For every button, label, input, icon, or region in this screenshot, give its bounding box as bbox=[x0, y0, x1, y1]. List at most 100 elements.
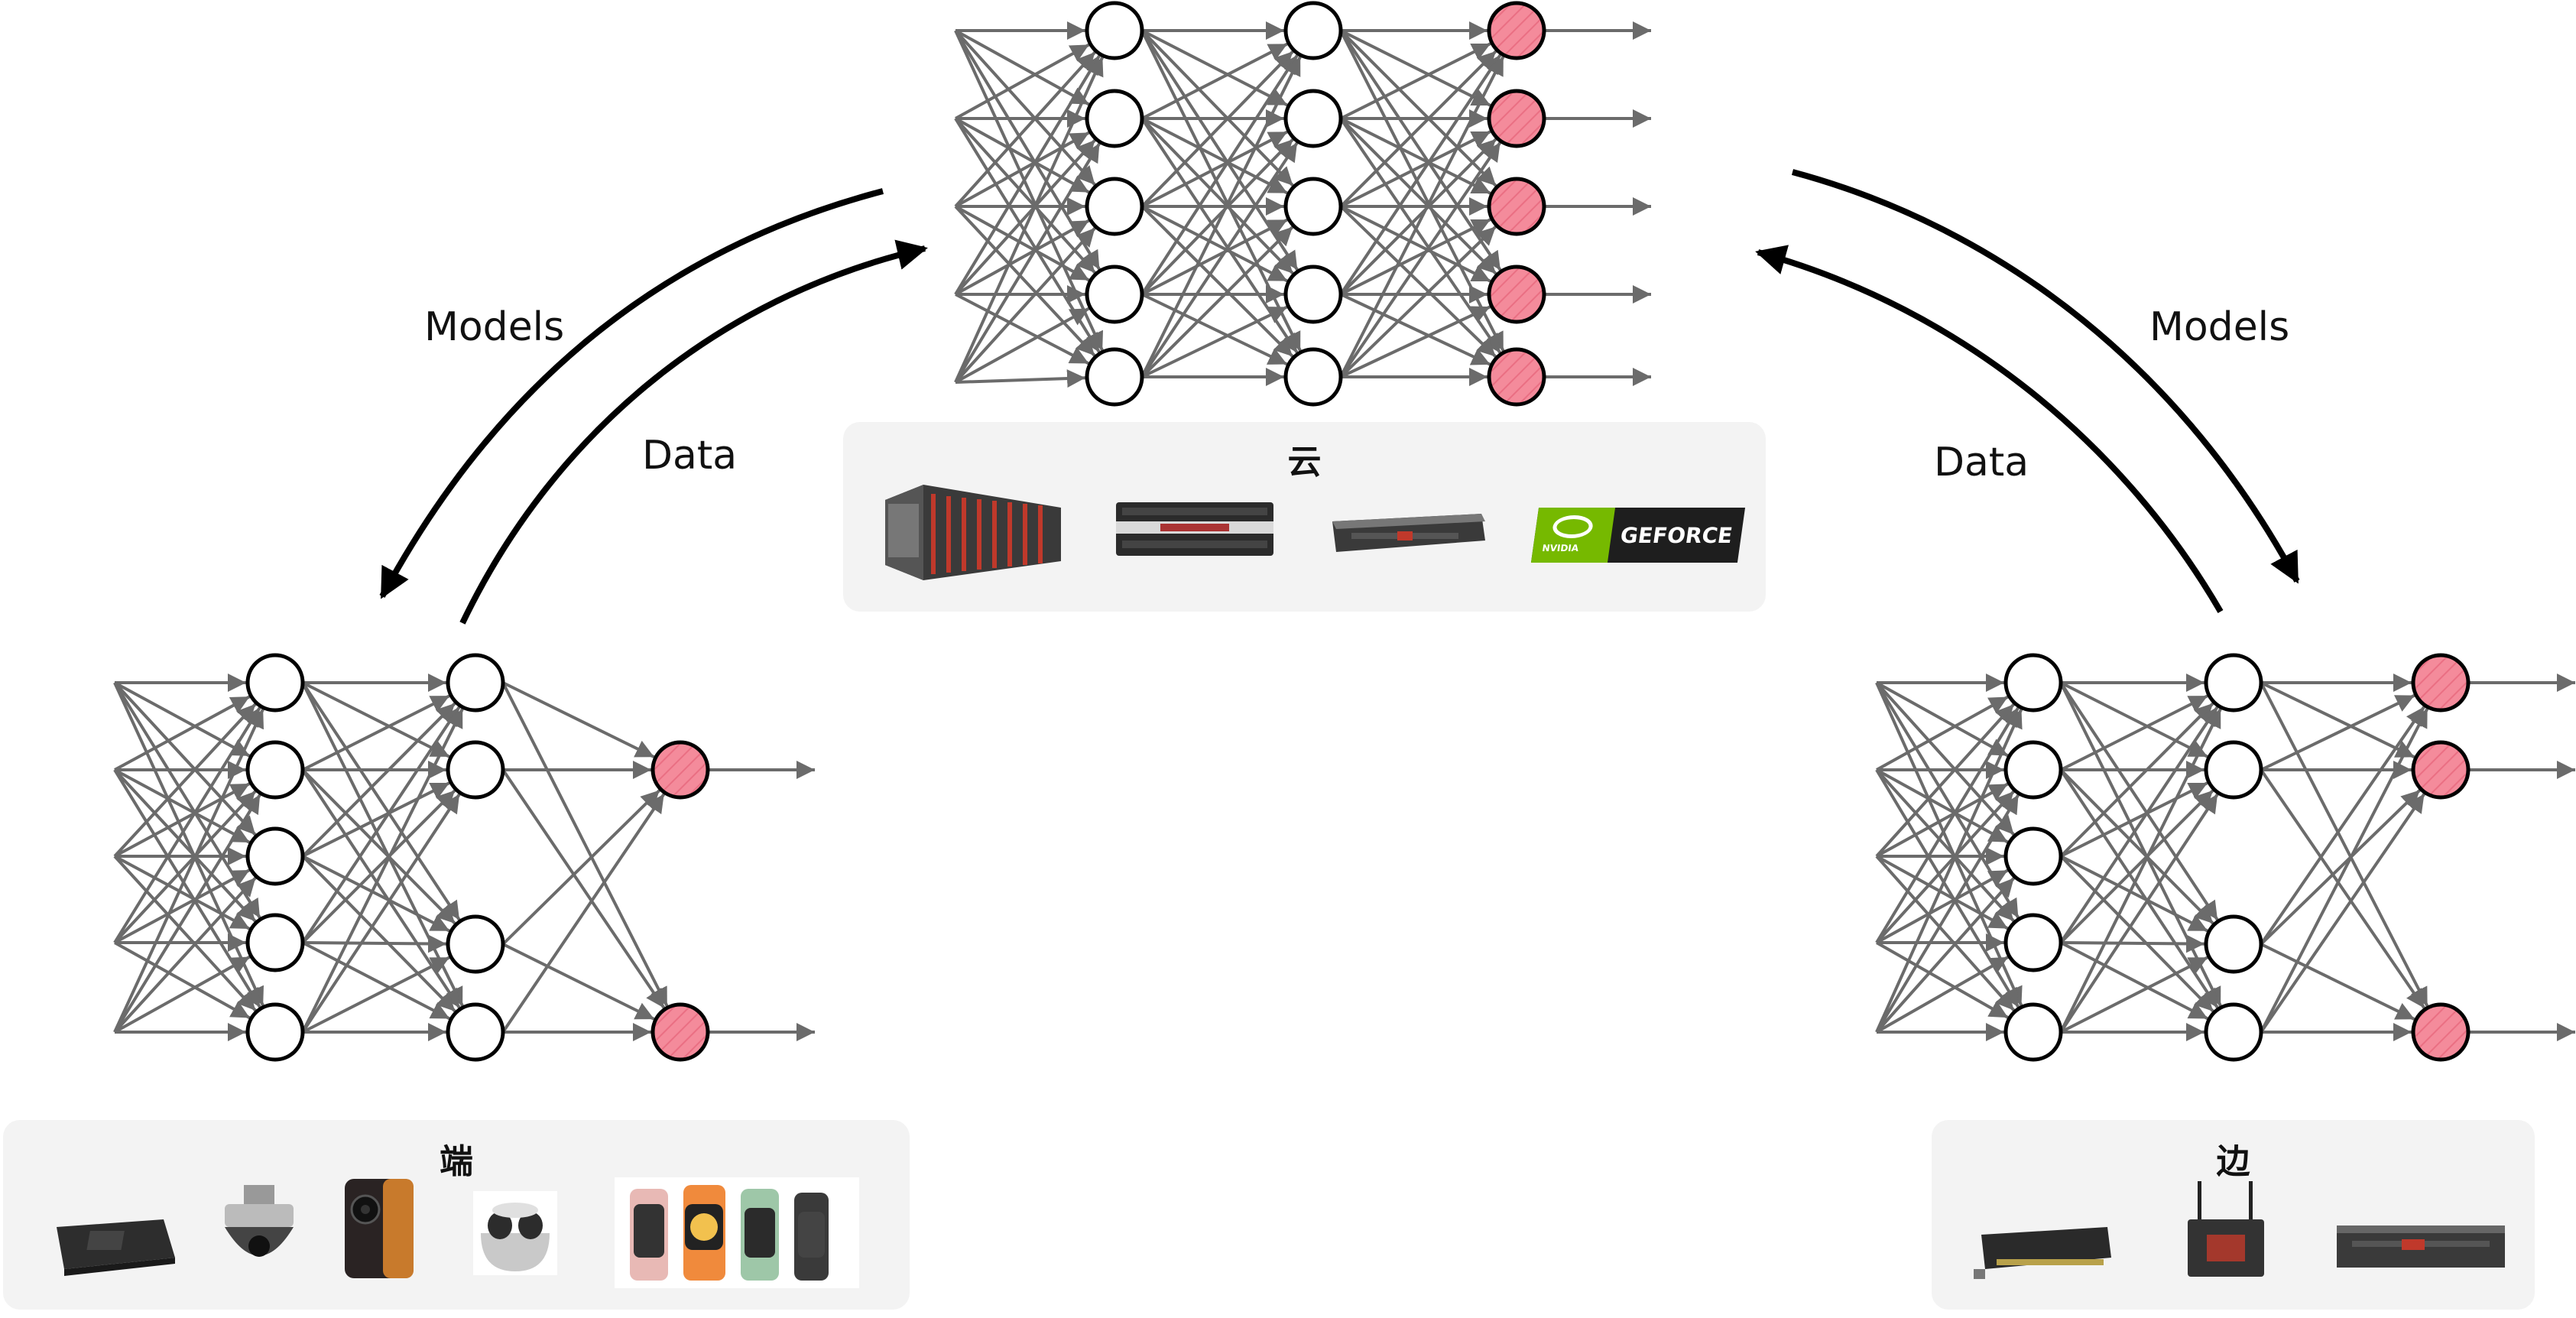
edge-edge bbox=[1876, 868, 2009, 944]
device-edge bbox=[113, 681, 261, 919]
dev-board-icon bbox=[57, 1219, 175, 1276]
cloud-edge bbox=[1140, 226, 1294, 378]
edge-hidden-node bbox=[2204, 1002, 2263, 1062]
edge-edge bbox=[1875, 790, 2015, 944]
device-hidden-node bbox=[446, 1002, 505, 1062]
cloud-edge bbox=[955, 29, 1090, 106]
cloud-hidden-node bbox=[1283, 177, 1343, 236]
device-edge bbox=[114, 868, 251, 944]
device-edge bbox=[302, 934, 447, 953]
nvidia-text: NVIDIA bbox=[1541, 543, 1580, 553]
edge-edge bbox=[1875, 855, 2016, 1011]
device-output-node bbox=[650, 740, 710, 800]
cloud-edge bbox=[955, 219, 1090, 296]
device-edge bbox=[501, 789, 661, 946]
edge-nodes bbox=[2003, 653, 2471, 1062]
cloud-edge bbox=[1340, 130, 1491, 208]
edge-edge bbox=[1875, 681, 2016, 836]
cloud-edge bbox=[1339, 54, 1502, 296]
device-edge bbox=[114, 955, 251, 1034]
device-nodes bbox=[245, 653, 710, 1062]
edge-edge bbox=[2260, 943, 2415, 1021]
cloud-edge bbox=[1140, 50, 1294, 208]
cloud-edge bbox=[1141, 205, 1289, 283]
cloud-edge bbox=[1140, 117, 1294, 275]
cloud-edge bbox=[1141, 293, 1288, 366]
edge-edge bbox=[1876, 956, 2009, 1034]
cloud-edge bbox=[954, 56, 1105, 383]
smartwatch-bands-icon bbox=[615, 1177, 859, 1288]
edge-edge bbox=[1875, 681, 2020, 919]
device-edge bbox=[113, 794, 261, 1034]
edge-edge bbox=[2059, 855, 2214, 1013]
device-hidden-node bbox=[446, 653, 505, 713]
edge-edge bbox=[2260, 706, 2426, 946]
edge-panel-title: 边 bbox=[2216, 1142, 2250, 1181]
edge-hidden-node bbox=[2003, 653, 2063, 713]
edge-edge bbox=[2059, 702, 2214, 858]
cloud-output-node bbox=[1487, 1, 1546, 60]
edge-edge bbox=[1875, 794, 2020, 1034]
cloud-edge bbox=[1339, 226, 1497, 378]
right-models-label: Models bbox=[2149, 304, 2289, 350]
2u-server-icon bbox=[1332, 514, 1485, 552]
edge-output-node bbox=[2411, 1002, 2471, 1062]
device-edge bbox=[301, 768, 456, 925]
edge-edge bbox=[2260, 681, 2415, 759]
edge-edge bbox=[1876, 681, 2009, 758]
edge-edge bbox=[1875, 768, 2015, 923]
cloud-edge bbox=[1339, 141, 1502, 378]
edge-edge bbox=[2260, 793, 2426, 1034]
device-edge bbox=[113, 768, 257, 923]
cloud-edge bbox=[1340, 293, 1491, 366]
device-edge bbox=[301, 708, 464, 1033]
device-edge bbox=[113, 682, 264, 1007]
edge-edge bbox=[2059, 768, 2219, 1009]
cloud-edge bbox=[1339, 205, 1497, 358]
cloud-hidden-node bbox=[1283, 265, 1343, 324]
cloud-edge bbox=[954, 142, 1101, 384]
edge-edge bbox=[1875, 703, 2016, 858]
edge-edge bbox=[1875, 708, 2023, 1033]
device-hidden-node bbox=[245, 826, 305, 886]
cloud-hidden-node bbox=[1283, 89, 1343, 148]
cloud-output-node bbox=[1487, 347, 1546, 407]
cloud-edge bbox=[954, 117, 1096, 274]
cloud-edge bbox=[954, 29, 1096, 187]
left-models-label: Models bbox=[424, 304, 564, 350]
edge-box-icon bbox=[2188, 1181, 2264, 1277]
device-hidden-node bbox=[245, 1002, 305, 1062]
left-data-label: Data bbox=[642, 433, 737, 479]
cloud-edge bbox=[1339, 29, 1497, 187]
cloud-hidden-node bbox=[1085, 265, 1144, 324]
edge-edge bbox=[2260, 707, 2429, 1033]
device-edge bbox=[113, 708, 264, 1033]
device-edge bbox=[113, 855, 257, 1012]
device-edge bbox=[113, 876, 257, 1034]
edge-edge bbox=[1875, 768, 2020, 1008]
edge-hidden-node bbox=[2003, 1002, 2063, 1062]
cloud-edge bbox=[1339, 138, 1497, 296]
edge-hidden-node bbox=[2204, 653, 2263, 713]
cloud-edge bbox=[954, 54, 1101, 296]
edge-edge bbox=[2059, 789, 2214, 944]
cloud-edge bbox=[1141, 218, 1289, 296]
earbuds-icon bbox=[473, 1191, 557, 1275]
cloud-hidden-node bbox=[1283, 347, 1343, 407]
edge-edge bbox=[2060, 681, 2208, 758]
device-edge bbox=[302, 681, 450, 758]
device-edge bbox=[301, 768, 461, 1009]
device-hidden-node bbox=[245, 653, 305, 713]
device-hidden-node bbox=[245, 913, 305, 972]
edge-neural-network bbox=[1875, 653, 2575, 1062]
edge-hidden-node bbox=[2204, 740, 2263, 800]
device-edge bbox=[302, 941, 451, 1021]
device-edge bbox=[501, 793, 666, 1034]
edge-hardware-panel: 边 bbox=[1932, 1120, 2535, 1310]
cloud-edge bbox=[1340, 218, 1491, 296]
device-hidden-node bbox=[245, 740, 305, 800]
edge-edge bbox=[2060, 956, 2209, 1034]
cloud-hidden-node bbox=[1085, 1, 1144, 60]
device-edge bbox=[302, 956, 451, 1034]
rack-server-icon bbox=[1116, 502, 1273, 556]
